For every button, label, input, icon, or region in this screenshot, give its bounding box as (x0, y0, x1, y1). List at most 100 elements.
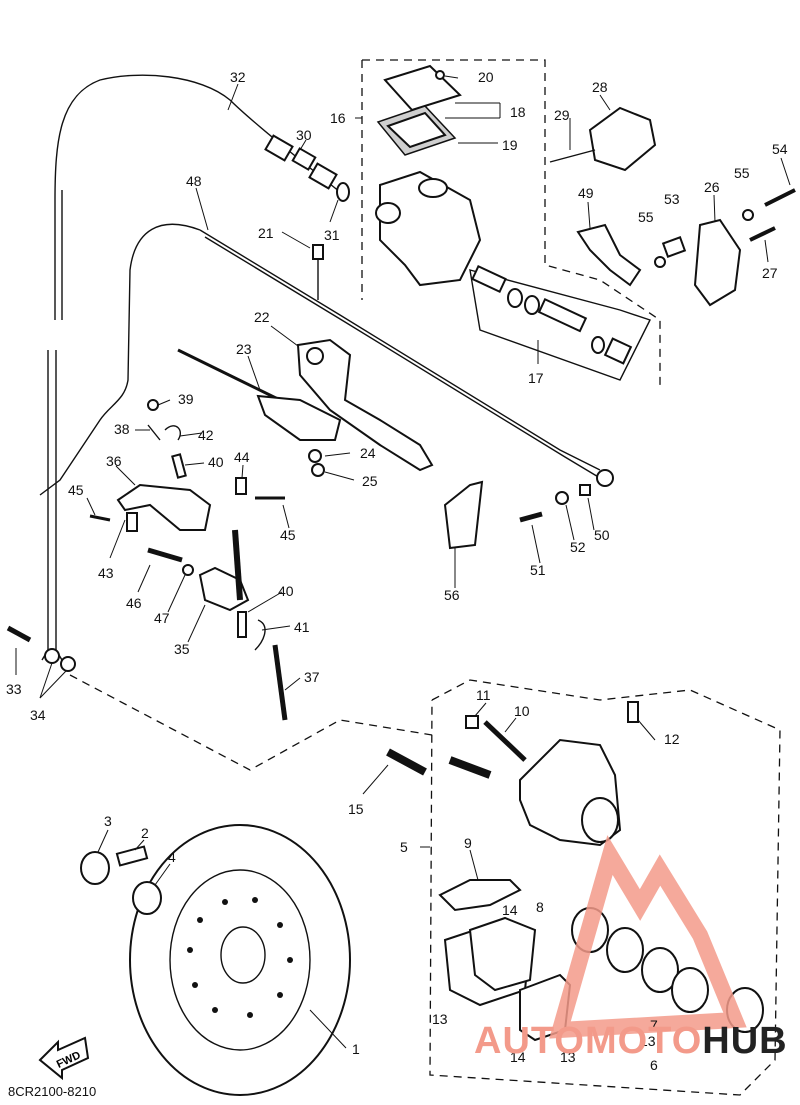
callout: 47 (154, 610, 170, 626)
bolt-37 (272, 644, 288, 721)
callout: 17 (528, 370, 544, 386)
caliper-bolt (448, 756, 492, 779)
callout: 23 (236, 341, 252, 357)
callout: 2 (141, 825, 149, 841)
callout: 26 (704, 179, 720, 195)
leader-lines (15, 75, 791, 1049)
plug-11 (465, 715, 479, 729)
callout: 9 (464, 835, 472, 851)
callout: 25 (362, 473, 378, 489)
callout: 45 (280, 527, 296, 543)
callout: 41 (294, 619, 310, 635)
callout: 54 (772, 141, 788, 157)
callout: 33 (6, 681, 22, 697)
screw-20 (435, 70, 445, 80)
callout: 50 (594, 527, 610, 543)
callout: 32 (230, 69, 246, 85)
callout: 18 (510, 104, 526, 120)
disc-vent-holes (187, 897, 293, 1018)
piston-kit-17-bracket (469, 269, 651, 381)
cup-17a (507, 288, 523, 308)
bleed-screw-12 (627, 701, 639, 723)
hose-end-fitting (596, 469, 614, 487)
pedal-shaft-35 (232, 529, 243, 601)
callout: 43 (98, 565, 114, 581)
callout: 4 (168, 849, 176, 865)
watermark-part2: HUB (702, 1020, 788, 1062)
key-2 (115, 845, 149, 867)
pin-40b (237, 611, 247, 638)
boot-17 (603, 337, 633, 365)
cable-adjuster-30b (291, 147, 317, 171)
reservoir-cap-18 (383, 64, 462, 112)
washer-55b (742, 209, 754, 221)
callout: 29 (554, 107, 570, 123)
callout: 55 (734, 165, 750, 181)
washer-52 (555, 491, 569, 505)
washer-55a (654, 256, 666, 268)
clip-17 (591, 336, 605, 354)
pin-44 (235, 477, 247, 495)
caliper-group-boundary (429, 679, 781, 1096)
bolt-15 (386, 748, 427, 776)
diaphragm-inner (386, 111, 447, 149)
callout: 16 (330, 110, 346, 126)
circlip-3 (80, 851, 110, 885)
callout: 31 (324, 227, 340, 243)
switch-wire-29 (549, 149, 596, 163)
callout: 44 (234, 449, 250, 465)
collar-4 (132, 881, 162, 915)
nut-25 (311, 463, 325, 477)
callout: 56 (444, 587, 460, 603)
brake-disc-1 (129, 824, 351, 1096)
watermark-logo (549, 835, 747, 1039)
callout: 20 (478, 69, 494, 85)
lever-pivot (306, 347, 324, 365)
callout: 27 (762, 265, 778, 281)
bolt-27 (749, 226, 776, 242)
watermark-part1: AUTOMOTO (474, 1020, 703, 1062)
spring-17 (471, 264, 507, 294)
washer-34a (44, 648, 60, 664)
washer-47 (182, 564, 194, 576)
callout: 48 (186, 173, 202, 189)
callout: 12 (664, 731, 680, 747)
callout: 24 (360, 445, 376, 461)
callout: 5 (400, 839, 408, 855)
callout: 51 (530, 562, 546, 578)
switch-28 (588, 106, 657, 172)
callout: 42 (198, 427, 214, 443)
piston-17 (537, 298, 588, 333)
callout: 6 (650, 1057, 658, 1073)
cable-adjuster-30a (264, 134, 294, 162)
bracket-26 (693, 218, 742, 307)
hose-line-48b (204, 236, 601, 479)
spring-41 (254, 619, 266, 651)
grommet-50 (579, 484, 591, 496)
master-cylinder-port (375, 202, 401, 224)
watermark-text: AUTOMOTOHUB (474, 1020, 788, 1063)
hose-line-48 (199, 229, 601, 471)
callout: 14 (502, 902, 518, 918)
callout: 38 (114, 421, 130, 437)
washer-34b (60, 656, 76, 672)
callout: 7 (650, 1017, 658, 1033)
brake-cable-32 (54, 74, 341, 320)
callout: 45 (68, 482, 84, 498)
fwd-arrow-icon (38, 1036, 90, 1081)
callout: 55 (638, 209, 654, 225)
callout: 40 (208, 454, 224, 470)
disc-hub (220, 926, 266, 984)
callout: 13 (432, 1011, 448, 1027)
callout: 10 (514, 703, 530, 719)
lever-bracket-23 (256, 394, 342, 441)
callout: 13 (640, 1033, 656, 1049)
washer-31 (336, 182, 350, 202)
callout: 53 (664, 191, 680, 207)
callout: 13 (560, 1049, 576, 1065)
callout: 34 (30, 707, 46, 723)
hose-route-line (69, 674, 433, 771)
pin-40a (171, 453, 187, 479)
callout: 3 (104, 813, 112, 829)
